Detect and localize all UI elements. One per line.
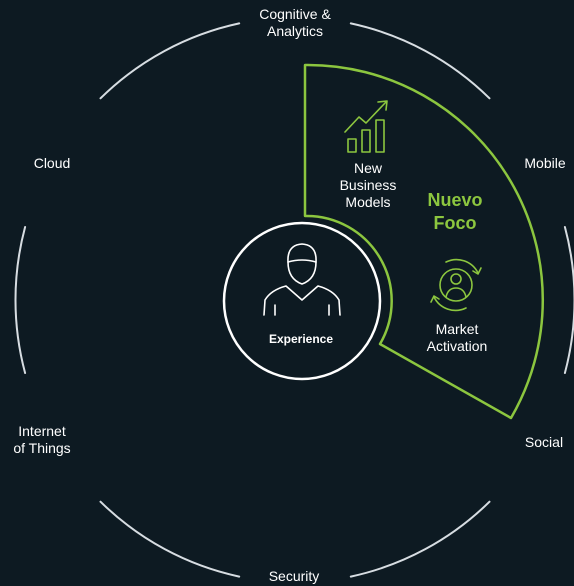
market-activation-icon xyxy=(430,258,482,312)
focus-sector xyxy=(303,63,545,420)
label-security: Security xyxy=(254,568,334,585)
label-new-business-models: New Business Models xyxy=(318,160,418,211)
label-iot-line-2: of Things xyxy=(13,440,71,456)
label-security-text: Security xyxy=(268,568,320,584)
ma-line-1: Market xyxy=(435,321,479,337)
label-iot-line-1: Internet xyxy=(18,423,66,439)
label-cognitive-line-1: Cognitive & xyxy=(259,6,331,22)
outer-arc-top-left xyxy=(99,22,241,100)
label-mobile-text: Mobile xyxy=(524,155,566,171)
label-cloud-text: Cloud xyxy=(33,155,71,171)
outer-arc-top-right xyxy=(349,22,491,100)
experience-label: Experience xyxy=(268,332,334,346)
person-icon xyxy=(263,243,341,316)
label-market-activation: Market Activation xyxy=(407,321,507,355)
focus-title-line-2: Foco xyxy=(433,213,477,233)
focus-title: Nuevo Foco xyxy=(405,189,505,235)
outer-arc-bottom-right xyxy=(349,500,491,578)
label-social: Social xyxy=(514,434,574,451)
label-social-text: Social xyxy=(524,434,564,450)
focus-title-line-1: Nuevo xyxy=(427,190,483,210)
experience-circle xyxy=(222,221,382,381)
growth-chart-icon xyxy=(344,100,388,153)
label-cognitive-line-2: Analytics xyxy=(266,23,324,39)
label-mobile: Mobile xyxy=(515,155,574,172)
outer-arc-right xyxy=(563,226,574,374)
label-internet-of-things: Internet of Things xyxy=(2,423,82,457)
nbm-line-1: New xyxy=(353,160,382,176)
nbm-line-3: Models xyxy=(345,194,391,210)
outer-arc-left xyxy=(14,226,27,374)
ma-line-2: Activation xyxy=(426,338,488,354)
outer-arc-bottom-left xyxy=(99,500,241,578)
label-cognitive-analytics: Cognitive & Analytics xyxy=(245,6,345,40)
nbm-line-2: Business xyxy=(339,177,397,193)
label-cloud: Cloud xyxy=(22,155,82,172)
